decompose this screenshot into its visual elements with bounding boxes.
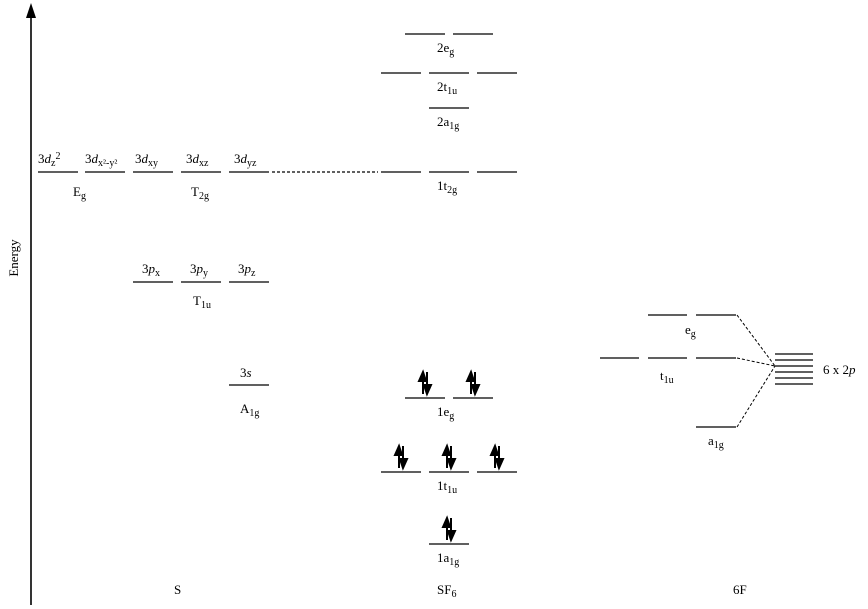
s-3px-label: 3px <box>142 261 160 279</box>
electron-down-arrow <box>422 372 433 397</box>
f-correlation-line <box>736 365 776 428</box>
f-correlation-line <box>736 357 776 367</box>
s-3py-label: 3py <box>190 261 208 279</box>
column-label-6f: 6F <box>733 582 747 597</box>
electron-down-arrow <box>470 372 481 397</box>
s-t1u-group-label: T1u <box>193 293 211 311</box>
column-label-s: S <box>174 582 181 597</box>
sf6-levels: 2eg 2t1u 2a1g 1t2g 1eg 1t1u 1a1g <box>381 33 517 568</box>
s-3pz-label: 3pz <box>238 261 256 279</box>
sf6-level-label: 2t1u <box>437 79 457 97</box>
s-3s-label: 3s <box>240 365 252 380</box>
column-label-sf6: SF6 <box>437 582 456 600</box>
electron-down-arrow <box>398 446 409 471</box>
sf6-level-label: 1t1u <box>437 478 457 496</box>
s-3dyz-label: 3dyz <box>234 151 257 169</box>
s-eg-group-label: Eg <box>73 184 86 202</box>
f-t1u-label: t1u <box>660 368 674 386</box>
electron-down-arrow <box>446 518 457 543</box>
s-a1g-group-label: A1g <box>240 401 259 419</box>
sf6-level-label: 2eg <box>437 40 454 58</box>
energy-axis-label: Energy <box>6 239 21 277</box>
f-a1g-label: a1g <box>708 433 724 451</box>
electron-down-arrow <box>494 446 505 471</box>
energy-axis-arrowhead <box>26 3 36 18</box>
s-3dxz-label: 3dxz <box>186 151 209 169</box>
sf6-level-label: 1t2g <box>437 178 457 196</box>
sf6-level-label: 1a1g <box>437 550 459 568</box>
s-3dxy-label: 3dxy <box>135 151 158 169</box>
sf6-level-label: 2a1g <box>437 114 459 132</box>
f-correlation-line <box>736 314 776 367</box>
f-2p-stack <box>775 353 813 385</box>
sf6-level-label: 1eg <box>437 404 454 422</box>
electron-down-arrow <box>446 446 457 471</box>
f-eg-label: eg <box>685 322 696 340</box>
s-3dz2-label: 3dz2 <box>38 151 60 169</box>
s-t2g-group-label: T2g <box>191 184 209 202</box>
f-2p-stack-label: 6 x 2p <box>823 362 856 377</box>
s-3dx2y2-label: 3dx²-y² <box>85 151 117 169</box>
